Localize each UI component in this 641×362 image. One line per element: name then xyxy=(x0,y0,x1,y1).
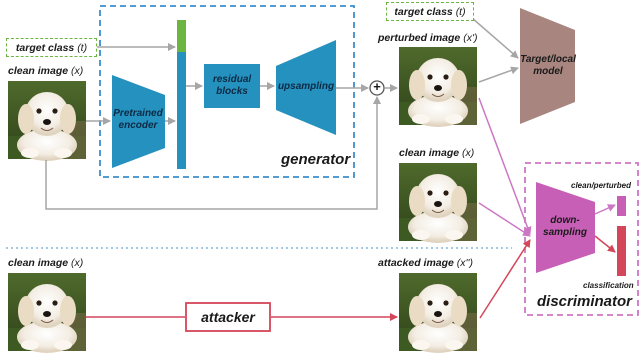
residual-label: residual blocks xyxy=(212,74,252,97)
encoder-shape xyxy=(112,75,165,168)
target-class-var: (t) xyxy=(77,41,88,54)
arrow-perturbed-to-disc xyxy=(478,97,532,235)
clean-image-thumb xyxy=(7,80,87,162)
target-class-input-box-2: target class (t) xyxy=(386,2,474,21)
generator-box xyxy=(99,5,355,178)
target-model-label: Target/local model xyxy=(520,54,576,77)
clean-image-label: clean image xyxy=(8,65,69,77)
residual-block-shape xyxy=(204,64,260,108)
clean-perturbed-label: clean/perturbed xyxy=(571,181,632,190)
perturbed-image-var: (x') xyxy=(463,32,478,44)
perturbed-image-caption: perturbed image (x') xyxy=(378,32,477,44)
clean-image-label-2: clean image xyxy=(399,147,460,159)
arrow-clean-to-disc xyxy=(478,202,531,237)
upsampling-shape xyxy=(276,40,336,135)
downsampling-shape xyxy=(536,182,595,273)
arrow-skip-to-plus xyxy=(45,96,381,210)
perturbed-image-label: perturbed image xyxy=(378,32,461,44)
generator-title: generator xyxy=(281,151,351,168)
classification-label: classification xyxy=(583,281,634,290)
upsampling-label: upsampling xyxy=(277,81,335,92)
downsampling-label: down-sampling xyxy=(543,215,587,238)
feature-bar-blue xyxy=(177,52,186,169)
target-class-label: target class xyxy=(15,41,75,54)
clean-image-caption-2: clean image (x) xyxy=(399,147,474,159)
attacked-image-var: (x'') xyxy=(456,257,474,269)
discriminator-title: discriminator xyxy=(537,293,633,310)
arrow-to-clean-perturbed xyxy=(594,204,616,215)
attacked-image-caption: attacked image (x'') xyxy=(378,257,473,269)
clean-image-thumb-2 xyxy=(398,162,478,244)
attacked-image-label: attacked image xyxy=(378,257,454,269)
clean-image-caption-3: clean image (x) xyxy=(8,257,83,269)
discriminator-box xyxy=(524,162,639,316)
plus-node xyxy=(369,80,385,96)
arrow-to-classification xyxy=(594,235,616,253)
clean-image-var-3: (x) xyxy=(71,257,84,269)
attacked-image-thumb xyxy=(398,272,478,354)
classification-bar xyxy=(617,226,626,276)
feature-bar-green xyxy=(177,20,186,52)
perturbed-image-thumb xyxy=(398,46,478,128)
clean-image-var-2: (x) xyxy=(462,147,475,159)
clean-image-label-3: clean image xyxy=(8,257,69,269)
encoder-label: Pretrained encoder xyxy=(113,108,163,131)
arrow-attacked-to-disc xyxy=(479,239,531,319)
target-class-label-2: target class xyxy=(394,5,453,18)
target-class-input-box: target class (t) xyxy=(6,38,97,57)
target-model-shape xyxy=(520,8,575,124)
target-class-var-2: (t) xyxy=(455,5,466,18)
clean-image-thumb-3 xyxy=(7,272,87,354)
plus-sign: + xyxy=(373,79,381,94)
arrow-perturbed-to-model xyxy=(478,66,519,83)
clean-image-var: (x) xyxy=(71,65,84,77)
attacker-label: attacker xyxy=(201,309,255,325)
clean-image-caption: clean image (x) xyxy=(8,65,83,77)
clean-perturbed-bar xyxy=(617,196,626,216)
arrow-target-to-model xyxy=(471,17,519,59)
attacker-box xyxy=(185,302,271,332)
